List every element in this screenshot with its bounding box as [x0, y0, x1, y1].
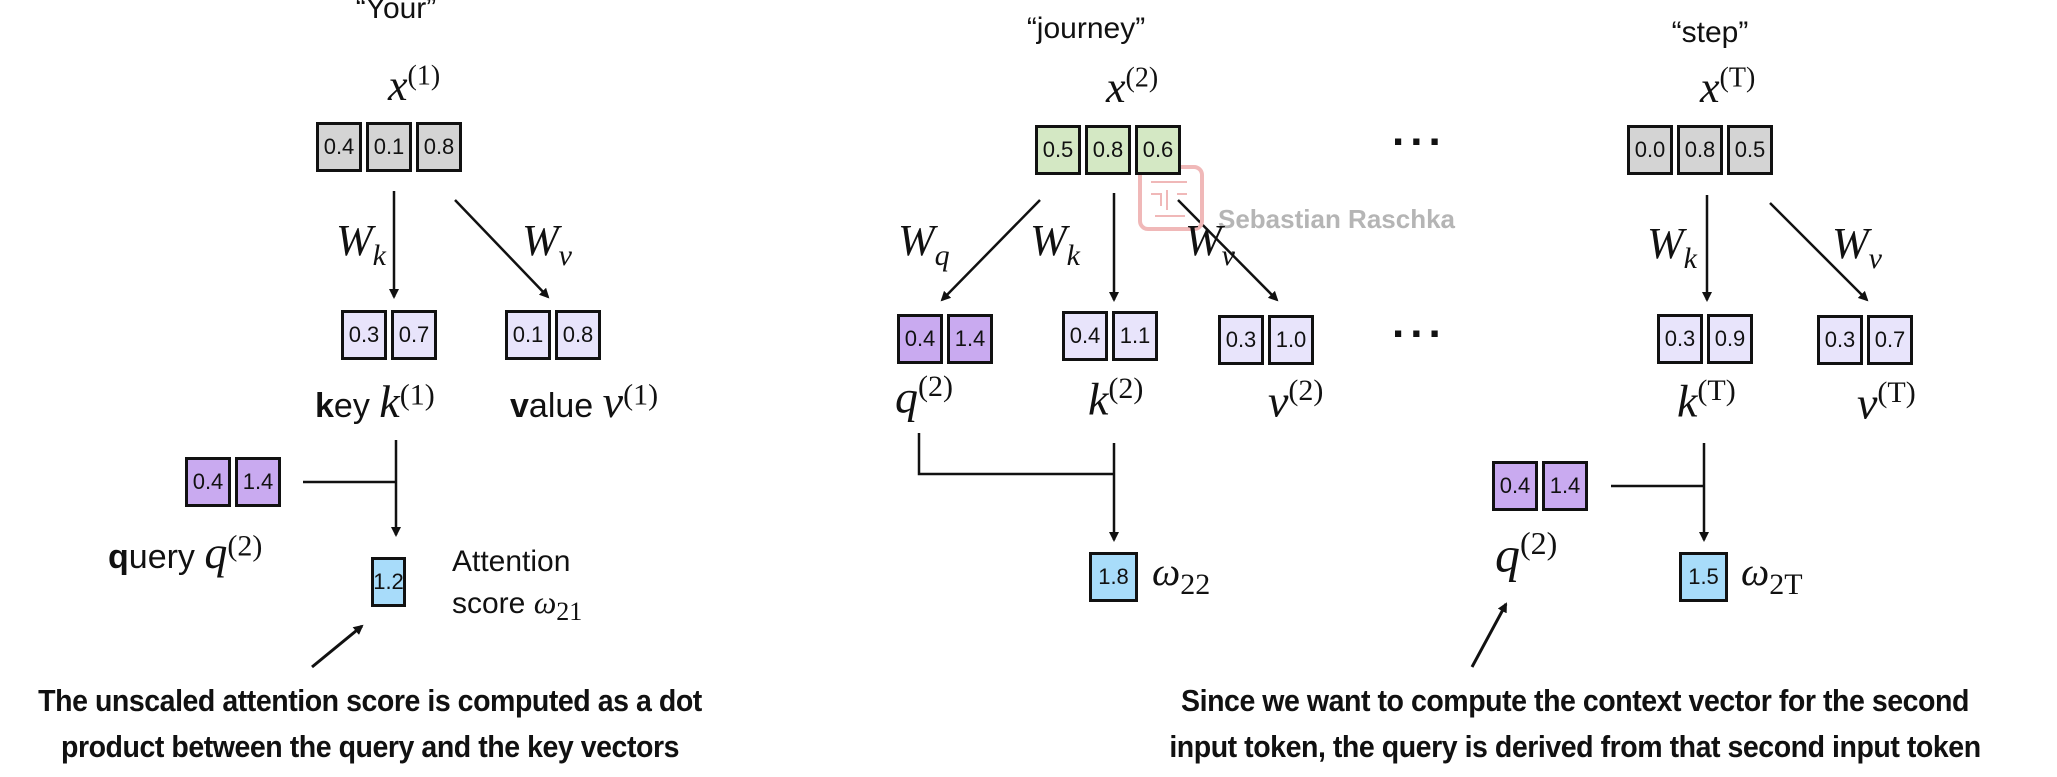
caption-right: Since we want to compute the context vec…: [1169, 683, 1981, 764]
v1-vector: 0.1 0.8: [505, 310, 601, 360]
q2-label-right: q(2): [1495, 525, 1558, 583]
watermark-text: Sebastian Raschka: [1218, 204, 1456, 234]
k2-vector: 0.4 1.1: [1062, 311, 1158, 361]
xT-cell: 0.5: [1727, 125, 1773, 175]
query-q2-label: query q(2): [108, 527, 263, 578]
weight-wk-label: Wk: [1647, 219, 1697, 275]
xT-vector: 0.0 0.8 0.5: [1627, 125, 1773, 175]
score-w22-cell: 1.8: [1089, 552, 1138, 602]
vT-cell: 0.3: [1817, 315, 1863, 365]
xT-label: x(T): [1700, 62, 1756, 112]
x1-vector: 0.4 0.1 0.8: [316, 122, 462, 172]
weight-wv-label: Wv: [1832, 219, 1882, 275]
token-word-your: “Your”: [355, 0, 437, 25]
x1-cell: 0.8: [416, 122, 462, 172]
q2-cell: 0.4: [897, 314, 943, 364]
x2-vector: 0.5 0.8 0.6: [1035, 125, 1181, 175]
token-word-journey: “journey”: [1026, 12, 1146, 45]
vT-cell: 0.7: [1867, 315, 1913, 365]
q2-cell: 1.4: [947, 314, 993, 364]
score-w22-label: ω22: [1152, 549, 1211, 601]
v1-cell: 0.8: [555, 310, 601, 360]
v2-cell: 1.0: [1268, 315, 1314, 365]
ellipsis-inputs: ...: [1392, 106, 1447, 155]
score-w2T-label: ω2T: [1741, 549, 1803, 601]
line-q2-k2-join: [917, 433, 1114, 476]
pointer-arrow-q2: [1470, 602, 1508, 668]
weight-wq-label: Wq: [898, 216, 950, 272]
q2-label: q(2): [895, 370, 953, 423]
x2-cell: 0.6: [1135, 125, 1181, 175]
x1-label: x(1): [388, 60, 441, 110]
q2-vector-right: 0.4 1.4: [1492, 461, 1588, 511]
token-word-step: “step”: [1671, 16, 1749, 49]
x2-cell: 0.8: [1085, 125, 1131, 175]
v2-cell: 0.3: [1218, 315, 1264, 365]
ellipsis-projections: ...: [1392, 298, 1447, 347]
arrow-x2-to-q2: [940, 199, 1041, 302]
q2-cell: 0.4: [185, 457, 231, 507]
q2-cell: 0.4: [1492, 461, 1538, 511]
k1-cell: 0.3: [341, 310, 387, 360]
v2-vector: 0.3 1.0: [1218, 315, 1314, 365]
x2-cell: 0.5: [1035, 125, 1081, 175]
q2-vector-left: 0.4 1.4: [185, 457, 281, 507]
v1-cell: 0.1: [505, 310, 551, 360]
k2-cell: 1.1: [1112, 311, 1158, 361]
vT-label: v(T): [1857, 376, 1916, 429]
x1-cell: 0.4: [316, 122, 362, 172]
k2-label: k(2): [1088, 372, 1144, 425]
weight-wv-label: Wv: [1185, 216, 1235, 272]
value-v1-label: value v(1): [510, 376, 659, 427]
weight-wk-label: Wk: [1030, 216, 1080, 272]
arrow-x2-to-v2: [1177, 199, 1279, 302]
q2-vector: 0.4 1.4: [897, 314, 993, 364]
k1-vector: 0.3 0.7: [341, 310, 437, 360]
xT-cell: 0.0: [1627, 125, 1673, 175]
k1-cell: 0.7: [391, 310, 437, 360]
x1-cell: 0.1: [366, 122, 412, 172]
v2-label: v(2): [1268, 374, 1324, 427]
x2-label: x(2): [1106, 62, 1159, 112]
kT-vector: 0.3 0.9: [1657, 314, 1753, 364]
xT-cell: 0.8: [1677, 125, 1723, 175]
vT-vector: 0.3 0.7: [1817, 315, 1913, 365]
weight-wv-label: Wv: [522, 216, 572, 272]
score-w21-cell: 1.2: [371, 557, 406, 607]
kT-cell: 0.9: [1707, 314, 1753, 364]
arrow-xT-to-vT: [1769, 202, 1869, 302]
q2-cell: 1.4: [1542, 461, 1588, 511]
key-k1-label: key k(1): [315, 376, 435, 427]
pointer-arrow-score21: [311, 624, 364, 669]
attention-score-label: Attention score ω21: [452, 545, 583, 626]
score-w2T-cell: 1.5: [1679, 552, 1728, 602]
kT-cell: 0.3: [1657, 314, 1703, 364]
k2-cell: 0.4: [1062, 311, 1108, 361]
arrow-x1-to-v1: [454, 199, 550, 299]
weight-wk-label: Wk: [336, 216, 386, 272]
kT-label: k(T): [1677, 374, 1736, 427]
q2-cell: 1.4: [235, 457, 281, 507]
caption-left: The unscaled attention score is computed…: [38, 683, 702, 764]
